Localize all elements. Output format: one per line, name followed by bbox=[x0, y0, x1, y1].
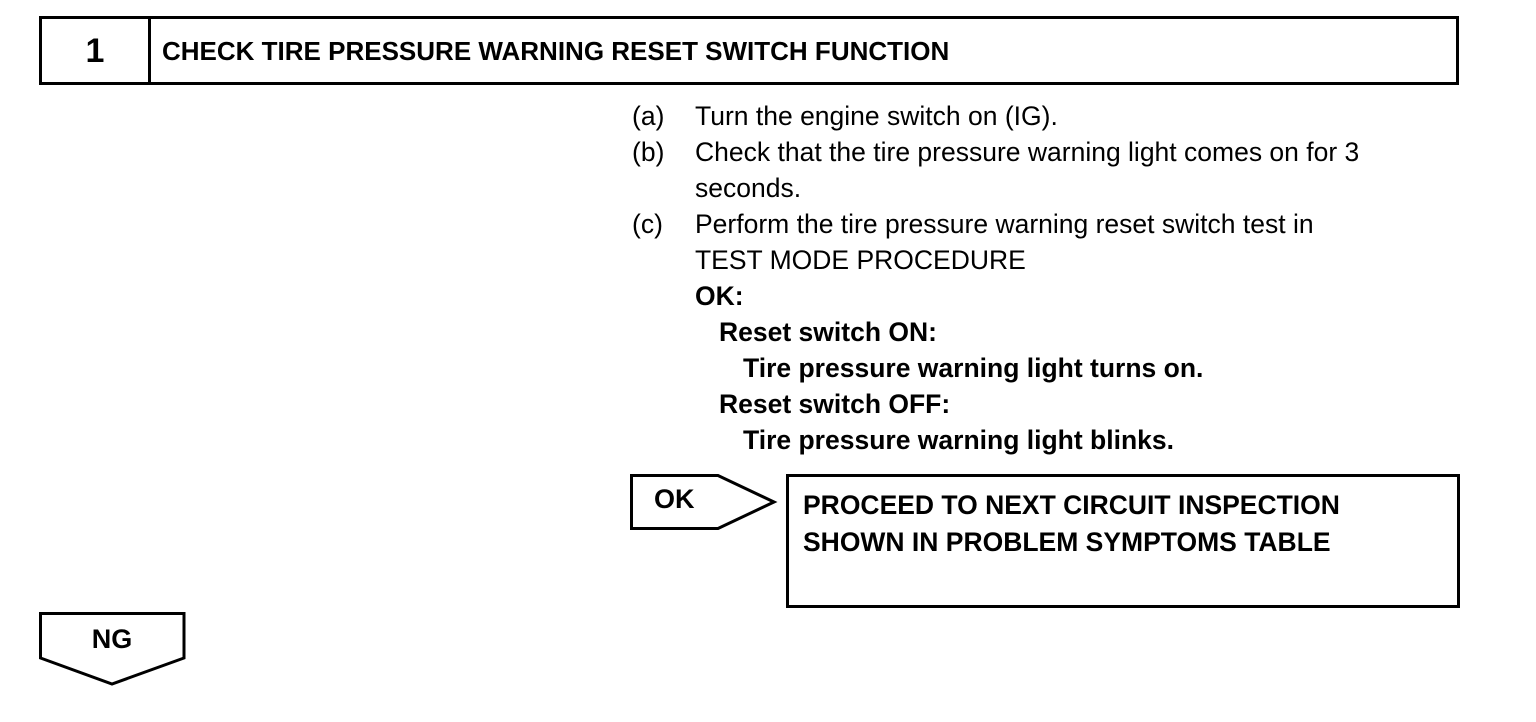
instruction-line: seconds. bbox=[695, 173, 802, 203]
ok-tag-label: OK bbox=[654, 484, 695, 514]
step-number: 1 bbox=[42, 19, 151, 82]
instruction-item: (c) Perform the tire pressure warning re… bbox=[632, 206, 1472, 278]
ok-criteria: OK: Reset switch ON: Tire pressure warni… bbox=[695, 278, 1472, 458]
result-box: PROCEED TO NEXT CIRCUIT INSPECTION SHOWN… bbox=[786, 474, 1460, 608]
instruction-line: Turn the engine switch on (IG). bbox=[695, 101, 1058, 131]
step-title: CHECK TIRE PRESSURE WARNING RESET SWITCH… bbox=[162, 36, 950, 66]
result-line: SHOWN IN PROBLEM SYMPTOMS TABLE bbox=[803, 527, 1331, 557]
instruction-item: (b) Check that the tire pressure warning… bbox=[632, 134, 1472, 206]
instruction-letter: (a) bbox=[632, 101, 665, 131]
ng-tag-label: NG bbox=[91, 624, 133, 654]
reset-off-label: Reset switch OFF: bbox=[719, 389, 951, 419]
down-arrow-icon bbox=[39, 612, 186, 686]
instruction-line: Perform the tire pressure warning reset … bbox=[695, 209, 1314, 239]
instruction-line: Check that the tire pressure warning lig… bbox=[695, 137, 1360, 167]
ng-arrow-tag: NG bbox=[39, 612, 187, 686]
ok-criteria-heading: OK: bbox=[695, 281, 744, 311]
instructions: (a) Turn the engine switch on (IG). (b) … bbox=[632, 98, 1472, 458]
reset-on-label: Reset switch ON: bbox=[719, 317, 937, 347]
step-header: 1 CHECK TIRE PRESSURE WARNING RESET SWIT… bbox=[39, 16, 1459, 85]
instruction-letter: (c) bbox=[632, 209, 663, 239]
instruction-text: Perform the tire pressure warning reset … bbox=[695, 206, 1472, 278]
right-arrow-icon bbox=[630, 474, 778, 530]
instruction-line: TEST MODE PROCEDURE bbox=[695, 245, 1026, 275]
reset-on-result: Tire pressure warning light turns on. bbox=[743, 353, 1204, 383]
instruction-letter: (b) bbox=[632, 137, 665, 167]
instruction-text: Check that the tire pressure warning lig… bbox=[695, 134, 1472, 206]
result-line: PROCEED TO NEXT CIRCUIT INSPECTION bbox=[803, 490, 1340, 520]
instruction-text: Turn the engine switch on (IG). bbox=[695, 98, 1472, 134]
ok-arrow-tag: OK bbox=[630, 474, 778, 530]
reset-off-result: Tire pressure warning light blinks. bbox=[743, 425, 1174, 455]
instruction-item: (a) Turn the engine switch on (IG). bbox=[632, 98, 1472, 134]
